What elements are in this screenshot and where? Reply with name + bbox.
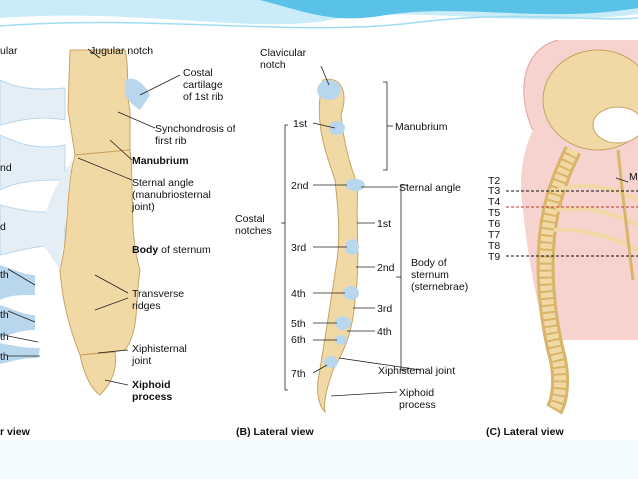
vertebra-label-t7: T7 <box>488 229 500 241</box>
label-notch-5th: 5th <box>291 318 306 330</box>
label-xiphisternal-1: Xiphisternal <box>132 343 187 355</box>
vertebra-label-t9: T9 <box>488 251 500 263</box>
panel-a-anterior-view: ular Jugular notch Costal cartilage of 1… <box>0 45 235 438</box>
label-notch-1st: 1st <box>293 118 307 130</box>
caption-panel-b: (B) Lateral view <box>236 426 314 438</box>
manubrium-bone <box>67 49 131 156</box>
label-xiphoid-b-1: Xiphoid <box>399 387 434 399</box>
sternum-body <box>59 149 141 356</box>
label-clavicular-partial: ular <box>0 45 18 57</box>
label-costal-notches-1: Costal <box>235 213 265 225</box>
label-left-th-2: th <box>0 309 9 321</box>
label-left-d: d <box>0 221 6 233</box>
vertebra-label-t4: T4 <box>488 196 500 208</box>
label-costal-cartilage-1: Costal <box>183 67 213 79</box>
label-sternal-angle-2: (manubriosternal <box>132 189 211 201</box>
header-swoosh <box>0 0 638 40</box>
label-notch-6th: 6th <box>291 334 306 346</box>
label-costal-cartilage-3: of 1st rib <box>183 91 223 103</box>
label-manubrium: Manubrium <box>132 155 189 167</box>
label-manubrium-b: Manubrium <box>395 121 448 133</box>
label-notch-3rd: 3rd <box>291 242 306 254</box>
label-costal-notches-2: notches <box>235 225 272 237</box>
vertebra-label-t6: T6 <box>488 218 500 230</box>
label-jugular-notch: Jugular notch <box>90 45 153 57</box>
label-clavicular-notch-2: notch <box>260 59 286 71</box>
label-left-th-1: th <box>0 269 9 281</box>
label-notch-4th: 4th <box>291 288 306 300</box>
label-xiphoid-1: Xiphoid <box>132 379 171 391</box>
panel-b-lateral-view: Clavicular notch Manubrium Sternal angle… <box>235 47 468 438</box>
vertebra-labels: T2 T3 T4 T5 T6 T7 T8 T9 <box>488 175 500 263</box>
vertebra-label-t2: T2 <box>488 175 500 187</box>
label-body-of-sternum-3: (sternebrae) <box>411 281 468 293</box>
label-left-nd: nd <box>0 162 12 174</box>
label-left-th-4: th <box>0 351 9 363</box>
label-body-of-sternum-1: Body of <box>411 257 447 269</box>
label-sternal-angle-b: Sternal angle <box>399 182 461 194</box>
label-synchondrosis-1: Synchondrosis of <box>155 123 235 135</box>
label-body-rest: of sternum <box>158 244 211 256</box>
label-sternal-angle-1: Sternal angle <box>132 177 194 189</box>
label-body-of-sternum: Body of sternum <box>132 244 211 256</box>
label-body-1st: 1st <box>377 218 391 230</box>
label-xiphisternal-2: joint <box>131 355 151 367</box>
label-body-bold: Body <box>132 244 158 256</box>
sternum-lateral-bone <box>317 78 359 414</box>
vertebra-label-t3: T3 <box>488 185 500 197</box>
label-costal-cartilage-2: cartilage <box>183 79 223 91</box>
label-left-th-3: th <box>0 331 9 343</box>
label-body-4th: 4th <box>377 326 392 338</box>
label-sternal-angle-3: joint) <box>131 201 155 213</box>
label-synchondrosis-2: first rib <box>155 135 187 147</box>
label-xiphisternal-b: Xiphisternal joint <box>378 365 455 377</box>
label-xiphoid-2: process <box>132 391 172 403</box>
caption-panel-c: (C) Lateral view <box>486 426 564 438</box>
label-transverse-1: Transverse <box>132 288 184 300</box>
vertebra-label-t5: T5 <box>488 207 500 219</box>
label-body-of-sternum-2: sternum <box>411 269 449 281</box>
vertebra-label-t8: T8 <box>488 240 500 252</box>
footer-band <box>0 440 638 479</box>
label-xiphoid-b-2: process <box>399 399 436 411</box>
label-body-2nd: 2nd <box>377 262 395 274</box>
panel-c-lateral-body-view: T2 T3 T4 T5 T6 T7 T8 T9 M (C) Lateral vi… <box>486 40 638 438</box>
xiphoid-bone <box>79 351 117 396</box>
caption-panel-a: r view <box>0 426 31 438</box>
label-notch-7th: 7th <box>291 368 306 380</box>
label-body-3rd: 3rd <box>377 303 392 315</box>
label-clavicular-notch-1: Clavicular <box>260 47 307 59</box>
label-notch-2nd: 2nd <box>291 180 309 192</box>
label-transverse-2: ridges <box>132 300 161 312</box>
label-m-partial: M <box>629 171 638 183</box>
